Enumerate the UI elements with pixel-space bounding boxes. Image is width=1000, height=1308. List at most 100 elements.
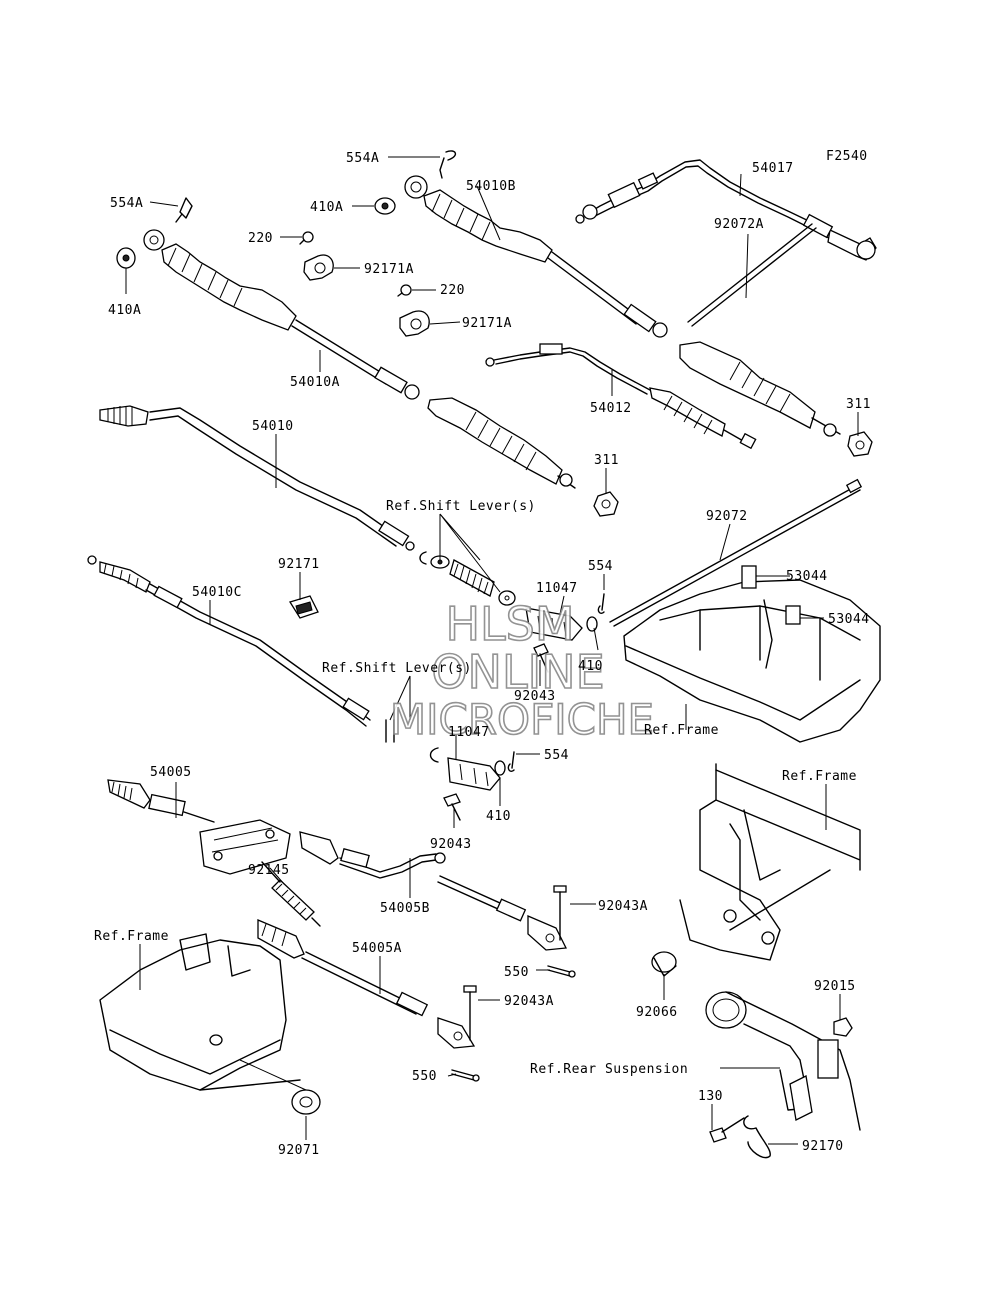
label-92171: 92171	[278, 557, 320, 572]
label-220-a: 220	[248, 231, 273, 246]
label-54005B: 54005B	[380, 901, 430, 916]
frame-ref-a	[623, 565, 881, 743]
bolt-130	[709, 1117, 745, 1143]
shift-lever-parts-b	[385, 719, 439, 763]
label-92171A-b: 92171A	[462, 316, 512, 331]
tie-strap-92072A	[687, 223, 817, 327]
label-54017: 54017	[752, 161, 794, 176]
label-54012: 54012	[590, 401, 632, 416]
label-11047-b: 11047	[448, 725, 490, 740]
label-54010A: 54010A	[290, 375, 340, 390]
label-550-b: 550	[412, 1069, 437, 1084]
pin-92043-b	[443, 793, 461, 821]
pin-92170	[743, 1115, 771, 1159]
shift-lever-parts-a	[419, 551, 516, 606]
bushing-92066	[651, 951, 677, 977]
pin-92043A-b	[463, 985, 477, 1041]
clip-92171	[288, 595, 319, 619]
label-ref-shift-lever-a: Ref.Shift Lever(s)	[386, 499, 536, 514]
label-54005: 54005	[150, 765, 192, 780]
part-labels: F2540 554A 54010B 54017 554A 410A 220 92…	[94, 149, 870, 1158]
label-410-b: 410	[486, 809, 511, 824]
spring-92145	[261, 861, 321, 927]
label-554-a: 554	[588, 559, 613, 574]
bolt-220-b	[397, 284, 412, 297]
label-92071: 92071	[278, 1143, 320, 1158]
label-410A-left: 410A	[108, 303, 141, 318]
label-ref-frame-b: Ref.Frame	[782, 769, 857, 784]
label-92043-a: 92043	[514, 689, 556, 704]
nut-311-mid	[593, 491, 619, 517]
nut-92015	[833, 1017, 853, 1037]
label-220-b: 220	[440, 283, 465, 298]
cable-54012	[485, 343, 757, 450]
label-92066: 92066	[636, 1005, 678, 1020]
watermark-line1: HLSM	[445, 597, 574, 651]
label-54010B: 54010B	[466, 179, 516, 194]
pin-92043-a	[533, 643, 549, 673]
bolt-220-a	[299, 231, 314, 245]
cable-54010	[99, 405, 415, 551]
label-92145: 92145	[248, 863, 290, 878]
clamp-92171A-a	[303, 254, 334, 281]
label-554-b: 554	[544, 748, 569, 763]
label-92072: 92072	[706, 509, 748, 524]
rear-suspension-ref	[705, 991, 861, 1131]
cable-54010A	[143, 229, 576, 489]
label-ref-frame-a: Ref.Frame	[644, 723, 719, 738]
label-92043A-a: 92043A	[598, 899, 648, 914]
label-410-a: 410	[578, 659, 603, 674]
washer-410-b	[494, 760, 506, 776]
frame-ref-b	[679, 763, 861, 961]
pin-92043A-a	[553, 885, 567, 941]
cable-54005B	[299, 831, 446, 879]
lever-11047-b	[447, 757, 501, 791]
washer-410-a	[586, 616, 598, 632]
cable-54010B	[404, 175, 841, 437]
watermark: HLSM ONLINE MICROFICHE	[389, 596, 655, 745]
label-92072A: 92072A	[714, 217, 764, 232]
cable-end-upper	[437, 875, 568, 951]
strap-92072	[609, 478, 863, 627]
lever-11047-a	[525, 607, 583, 641]
cotter-550-b	[451, 1069, 480, 1082]
label-130: 130	[698, 1089, 723, 1104]
label-92043A-b: 92043A	[504, 994, 554, 1009]
label-53044-a: 53044	[786, 569, 828, 584]
label-54005A: 54005A	[352, 941, 402, 956]
label-550-a: 550	[504, 965, 529, 980]
label-ref-shift-lever-b: Ref.Shift Lever(s)	[322, 661, 472, 676]
cable-54017	[575, 159, 877, 261]
label-92170: 92170	[802, 1139, 844, 1154]
label-92043-b: 92043	[430, 837, 472, 852]
pin-554A-top	[439, 150, 456, 179]
label-311-mid: 311	[594, 453, 619, 468]
clamp-92171A-b	[399, 310, 430, 337]
label-54010: 54010	[252, 419, 294, 434]
label-92015: 92015	[814, 979, 856, 994]
label-410A-mid: 410A	[310, 200, 343, 215]
cable-54010C	[87, 555, 371, 727]
label-54010C: 54010C	[192, 585, 242, 600]
watermark-line3: MICROFICHE	[390, 695, 654, 744]
label-554A-top: 554A	[346, 151, 379, 166]
label-ref-frame-c: Ref.Frame	[94, 929, 169, 944]
leader-lines	[125, 156, 859, 1145]
label-11047-a: 11047	[536, 581, 578, 596]
label-92171A-a: 92171A	[364, 262, 414, 277]
pin-554A-left	[175, 197, 193, 223]
pin-554-a	[597, 593, 605, 615]
cotter-550-a	[547, 965, 576, 978]
washer-410A-left	[116, 247, 136, 269]
cable-54005A	[257, 919, 476, 1049]
frame-ref-c	[99, 933, 301, 1091]
label-ref-rear-suspension: Ref.Rear Suspension	[530, 1062, 688, 1077]
label-53044-b: 53044	[828, 612, 870, 627]
nut-311-right	[847, 431, 873, 457]
watermark-line2: ONLINE	[431, 645, 604, 699]
washer-410A-mid	[374, 197, 396, 215]
grommet-92071	[291, 1089, 321, 1115]
label-554A-left: 554A	[110, 196, 143, 211]
cable-54005	[107, 779, 291, 875]
